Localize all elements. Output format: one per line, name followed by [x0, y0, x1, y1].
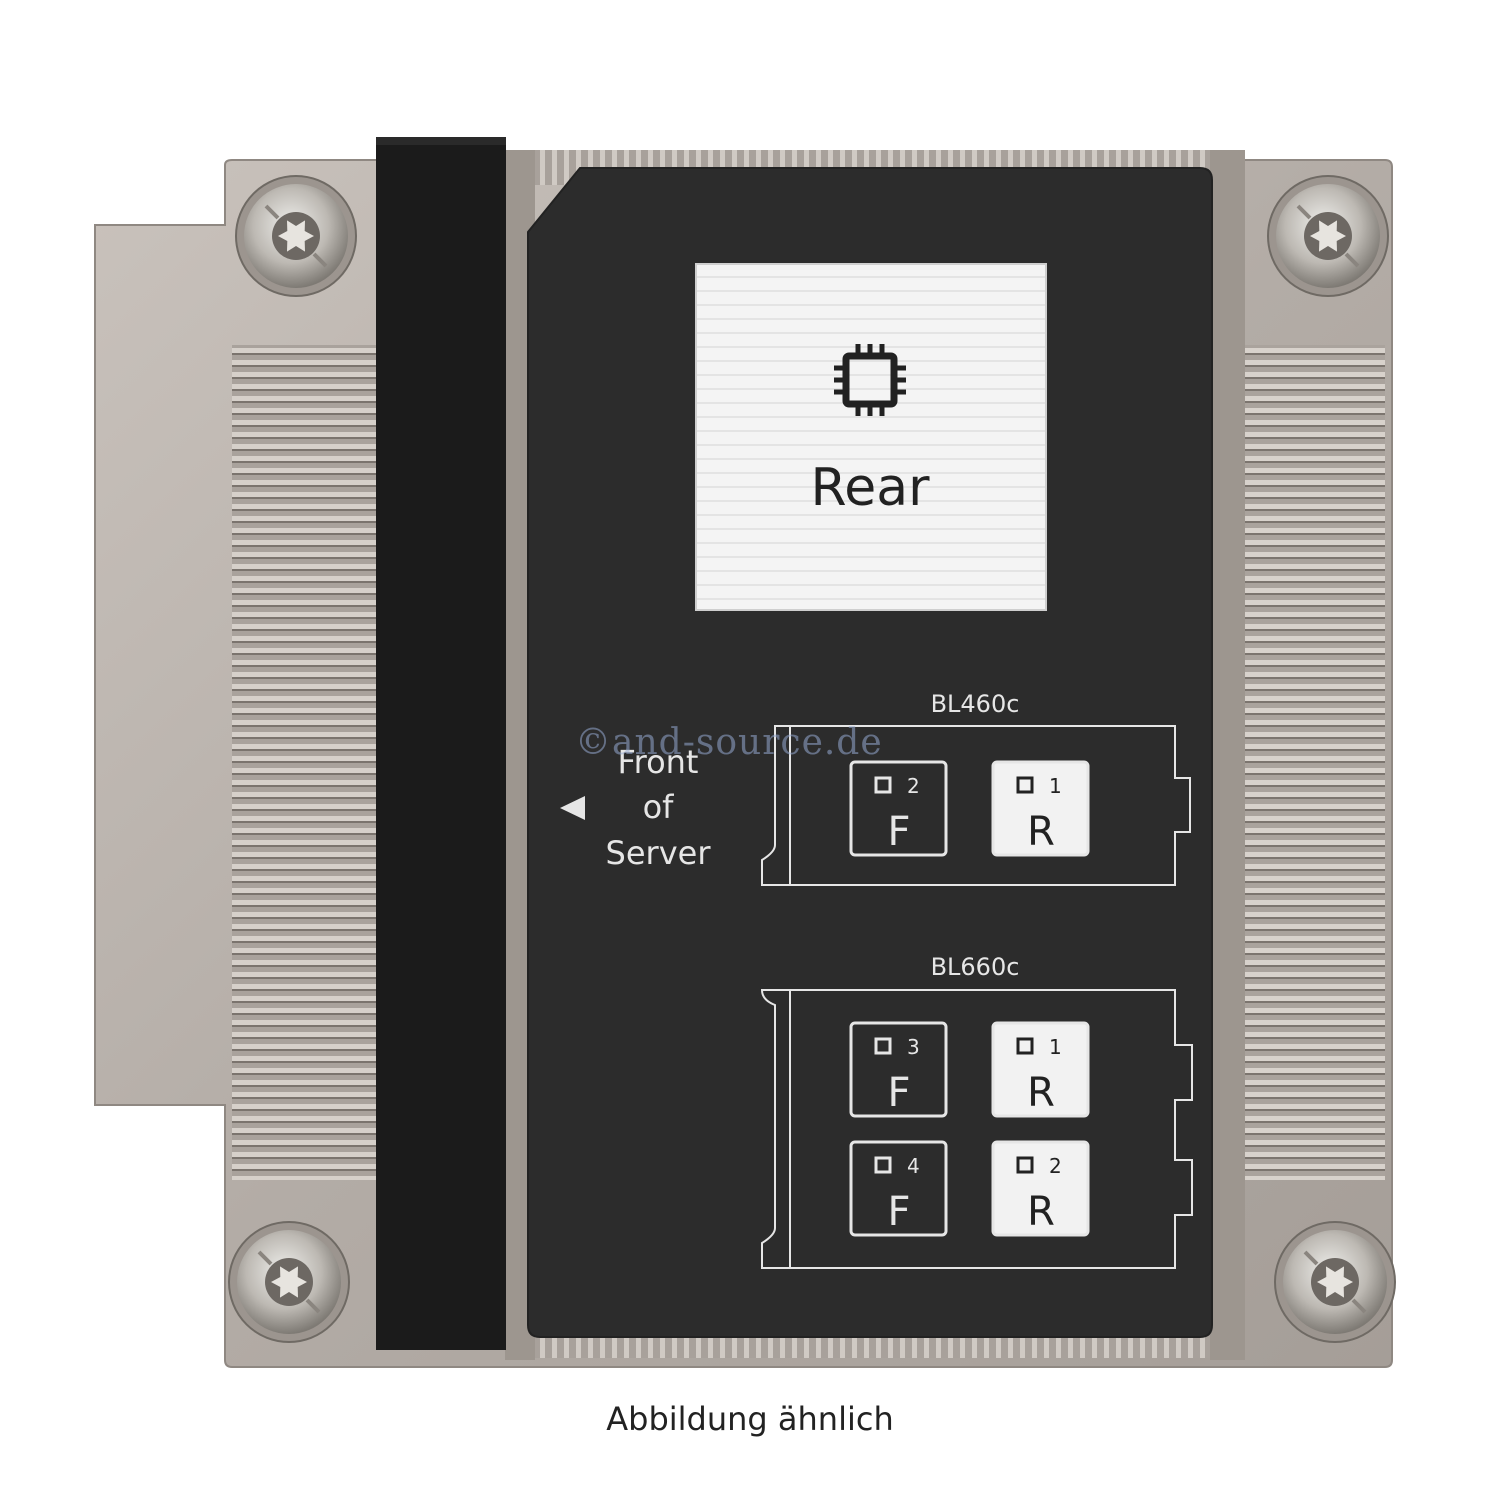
cpu-slot: 3F	[849, 1021, 948, 1118]
fins-mid-right	[1210, 150, 1245, 1360]
cpu-slot: 1R	[991, 760, 1090, 857]
cpu-number: 2	[1049, 1154, 1062, 1178]
cpu-letter: R	[1027, 1070, 1055, 1116]
cpu-number: 2	[907, 774, 920, 798]
foam-strip	[376, 137, 506, 1350]
cpu-slot-frame	[849, 1140, 948, 1237]
cpu-slot: 1R	[991, 1021, 1090, 1118]
rear-label: Rear	[810, 458, 930, 518]
cpu-number: 1	[1049, 774, 1062, 798]
cpu-number: 1	[1049, 1035, 1062, 1059]
front-line-2: of	[643, 788, 675, 826]
bl460c-title: BL460c	[931, 690, 1020, 718]
cpu-slot-frame	[849, 1021, 948, 1118]
watermark: ©and-source.de	[575, 722, 883, 763]
rear-box	[695, 263, 1047, 611]
cpu-letter: F	[887, 1070, 910, 1116]
torx-screw-icon	[235, 175, 357, 297]
cpu-letter: F	[887, 809, 910, 855]
cpu-number: 4	[907, 1154, 920, 1178]
cpu-slot: 4F	[849, 1140, 948, 1237]
cpu-slot: 2F	[849, 760, 948, 857]
front-line-1: Front	[618, 743, 699, 781]
caption: Abbildung ähnlich	[606, 1400, 894, 1438]
cpu-letter: R	[1027, 1189, 1055, 1235]
torx-screw-icon	[1274, 1221, 1396, 1343]
front-line-3: Server	[606, 834, 712, 872]
cpu-chip-icon	[874, 776, 892, 794]
bl660c-title: BL660c	[931, 953, 1020, 981]
cpu-chip-icon	[1016, 1037, 1034, 1055]
cpu-chip-icon	[834, 344, 906, 416]
cpu-number: 3	[907, 1035, 920, 1059]
cpu-slot: 2R	[991, 1140, 1090, 1237]
fins-left	[232, 345, 382, 1180]
cpu-letter: F	[887, 1189, 910, 1235]
torx-screw-icon	[228, 1221, 350, 1343]
cpu-chip-icon	[1016, 776, 1034, 794]
cpu-letter: R	[1027, 809, 1055, 855]
front-arrow-icon	[560, 796, 585, 820]
torx-screw-icon	[1267, 175, 1389, 297]
bl660c-board-outline	[760, 989, 1193, 1269]
cpu-chip-icon	[1016, 1156, 1034, 1174]
cpu-chip-icon	[874, 1037, 892, 1055]
cpu-slot-frame	[849, 760, 948, 857]
bl460c-board-outline	[761, 725, 1191, 886]
cpu-chip-icon	[874, 1156, 892, 1174]
